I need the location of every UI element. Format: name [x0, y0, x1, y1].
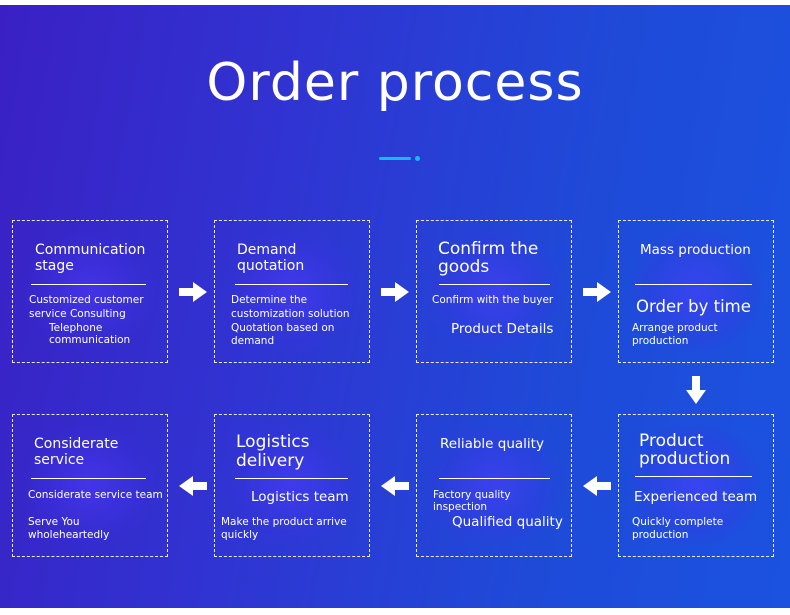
step-detail: Product Details: [451, 321, 554, 337]
arrow-left-icon: [583, 476, 611, 496]
title-dot-decoration: [415, 156, 420, 161]
order-process-canvas: Order process Communication stage Custom…: [0, 5, 790, 608]
step-heading: Reliable quality: [440, 436, 544, 452]
step-considerate-service: Considerate service Considerate service …: [12, 414, 168, 557]
step-divider: [31, 284, 146, 285]
step-heading: Product: [639, 431, 704, 451]
arrow-left-icon: [179, 476, 207, 496]
step-detail: Confirm with the buyer: [432, 294, 554, 306]
step-detail: Serve You: [28, 516, 80, 528]
box-glow: [25, 425, 155, 545]
arrow-right-icon: [179, 282, 207, 302]
step-detail: production: [632, 335, 689, 347]
step-detail: Arrange product: [632, 322, 718, 334]
box-glow: [429, 231, 559, 351]
box-glow: [227, 231, 357, 351]
arrow-right-icon: [381, 282, 409, 302]
step-heading: Logistics: [236, 432, 310, 452]
step-divider: [635, 284, 752, 285]
step-heading: quotation: [237, 258, 305, 274]
step-detail: communication: [49, 334, 131, 346]
step-heading: Considerate: [34, 436, 119, 452]
step-heading: production: [639, 449, 731, 469]
step-reliable-quality: Reliable quality Factory quality inspect…: [416, 414, 572, 557]
step-product-production: Product production Experienced team Quic…: [618, 414, 774, 557]
step-divider: [439, 478, 550, 479]
step-detail: Make the product arrive: [221, 516, 347, 528]
step-detail: Factory quality: [433, 489, 511, 501]
step-detail: production: [632, 529, 689, 541]
step-heading: Confirm the: [438, 239, 539, 259]
step-detail: Determine the: [231, 294, 308, 306]
step-detail: customization solution: [231, 308, 350, 320]
step-heading: Demand: [237, 242, 297, 258]
box-glow: [25, 231, 155, 351]
step-logistics-delivery: Logistics delivery Logistics team Make t…: [214, 414, 370, 557]
arrow-down-icon: [686, 376, 706, 404]
step-mass-production: Mass production Order by time Arrange pr…: [618, 220, 774, 363]
step-detail: inspection: [433, 501, 488, 513]
step-detail: Experienced team: [634, 489, 758, 505]
box-glow: [227, 425, 357, 545]
step-heading: Communication: [35, 242, 146, 258]
step-detail: Quotation based on: [231, 322, 335, 334]
step-detail: Quickly complete: [632, 516, 724, 528]
step-confirm-the-goods: Confirm the goods Confirm with the buyer…: [416, 220, 572, 363]
step-divider: [235, 284, 348, 285]
step-detail: service Consulting: [29, 308, 126, 320]
step-detail: wholeheartedly: [28, 529, 110, 541]
step-detail: Customized customer: [29, 294, 144, 306]
step-detail: Order by time: [636, 297, 751, 316]
arrow-left-icon: [381, 476, 409, 496]
step-divider: [439, 284, 550, 285]
step-demand-quotation: Demand quotation Determine the customiza…: [214, 220, 370, 363]
step-detail: Logistics team: [251, 489, 349, 505]
step-divider: [235, 478, 348, 479]
step-heading: delivery: [236, 451, 305, 471]
step-detail: demand: [231, 335, 275, 347]
step-divider: [635, 476, 752, 477]
page-title: Order process: [206, 53, 584, 113]
step-detail: Considerate service team: [28, 489, 163, 501]
step-heading: stage: [35, 258, 74, 274]
arrow-right-icon: [583, 282, 611, 302]
step-detail: Qualified quality: [452, 514, 563, 530]
box-glow: [429, 425, 559, 545]
step-heading: Mass production: [640, 242, 751, 258]
step-detail: Telephone: [49, 322, 103, 334]
step-detail: quickly: [221, 529, 259, 541]
step-heading: goods: [438, 257, 490, 277]
step-divider: [31, 478, 146, 479]
step-heading: service: [34, 452, 85, 468]
title-underline-decoration: [379, 157, 411, 160]
step-communication-stage: Communication stage Customized customer …: [12, 220, 168, 363]
box-glow: [631, 425, 761, 545]
box-glow: [631, 231, 761, 351]
